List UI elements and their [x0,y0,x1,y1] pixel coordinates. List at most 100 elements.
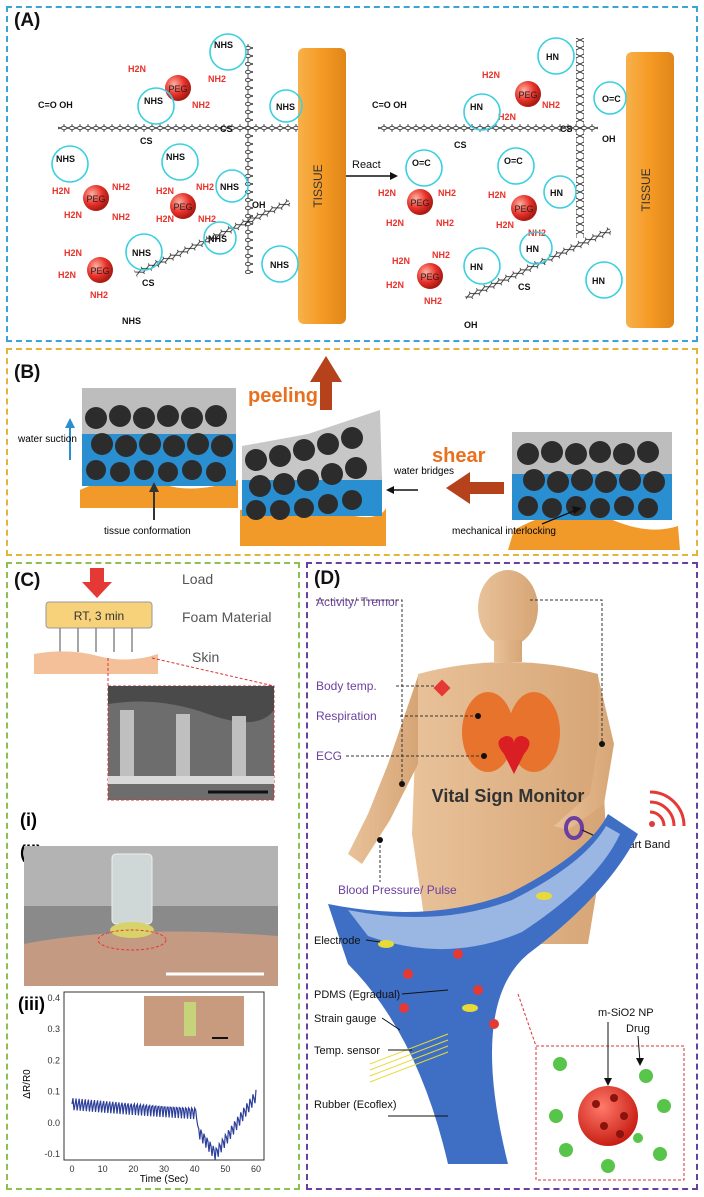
peeling-arrow [320,380,332,410]
sub-iii-label: (iii) [18,994,45,1014]
x-axis-label: Time (Sec) [140,1174,189,1185]
water-bridges-arrowhead [386,486,394,494]
svg-text:NH2: NH2 [424,296,442,306]
peg-sphere: PEG [417,263,443,289]
svg-text:H2N: H2N [498,112,516,122]
foam-label: Foam Material [182,609,271,625]
svg-text:PEG: PEG [168,84,187,94]
tissue-conformation-arrowhead [149,482,159,492]
y-tick-label: 0.1 [47,1087,60,1097]
sub-i-label: (i) [20,810,37,830]
msio2-pointer-head [604,1078,612,1086]
y-tick-label: 0.0 [47,1118,60,1128]
panel-a: (A) TISSUE TISSUE [6,6,698,342]
peeling-label: peeling [248,385,318,407]
svg-text:H2N: H2N [386,280,404,290]
svg-text:PEG: PEG [90,266,109,276]
body-head [478,570,538,646]
svg-text:NHS: NHS [144,96,163,106]
svg-text:NH2: NH2 [438,188,456,198]
tissue-block [298,48,346,324]
water-suction-arrowhead [65,418,75,428]
svg-text:Rubber (Ecoflex): Rubber (Ecoflex) [314,1099,397,1111]
svg-text:CS: CS [560,124,573,134]
svg-text:PEG: PEG [514,204,533,214]
svg-text:HN: HN [526,244,539,254]
svg-text:H2N: H2N [52,186,70,196]
load-arrowhead [82,582,112,598]
svg-text:C=O OH: C=O OH [38,100,73,110]
foam-block [45,601,153,629]
svg-text:Blood Pressure/ Pulse: Blood Pressure/ Pulse [338,883,457,897]
svg-text:NHS: NHS [276,102,295,112]
svg-text:CS: CS [142,278,155,288]
np-zoom-line [517,993,537,1047]
x-tick-label: 20 [128,1164,138,1174]
water-bridges-label: water bridges [393,466,454,477]
photo-circle [97,929,167,951]
tissue-conformation-label: tissue conformation [104,526,191,537]
leader-lines [316,599,603,882]
device-pointers [365,939,449,1117]
svg-text:NH2: NH2 [208,74,226,84]
y-axis-label: ΔR/R0 [22,1069,33,1099]
cs-chain [378,124,598,132]
temp-sensor-icon [433,679,451,697]
heart-icon [498,736,530,774]
x-tick-label: 10 [98,1164,108,1174]
svg-text:H2N: H2N [488,190,506,200]
svg-text:NH2: NH2 [192,100,210,110]
svg-text:NHS: NHS [220,182,239,192]
leader-dots [377,713,605,843]
svg-text:HN: HN [550,188,563,198]
m-sio2-np-icon [578,1086,638,1146]
adhesive-block-1 [80,388,238,508]
svg-text:NHS: NHS [166,152,185,162]
panel-d-label: (D) [314,568,341,589]
y-tick-label: 0.4 [47,993,60,1003]
svg-text:H2N: H2N [128,64,146,74]
panel-c-diagram: Load RT, 3 min Foam Material Skin (i) (i… [18,568,278,1185]
msio2-label: m-SiO2 NP [598,1007,654,1019]
chart-frame [63,991,265,1161]
svg-text:Activity/ Tremor: Activity/ Tremor [316,595,399,609]
body-left-arm [348,676,418,864]
svg-text:NH2: NH2 [436,218,454,228]
svg-text:NH2: NH2 [198,214,216,224]
skin-label: Skin [192,649,219,665]
x-tick-label: 50 [220,1164,230,1174]
load-label: Load [182,571,213,587]
svg-text:Body temp.: Body temp. [316,679,377,693]
peg-sphere: PEG [511,195,537,221]
svg-text:NHS: NHS [132,248,151,258]
peg-sphere: PEG [407,189,433,215]
shear-arrowhead [446,472,470,504]
y-tick-label: -0.1 [44,1149,60,1159]
vital-labels: Activity/ Tremor Body temp. Respiration … [316,595,457,897]
svg-text:NHS: NHS [122,316,141,326]
y-tick-label: 0.3 [47,1024,60,1034]
device-labels: Electrode PDMS (Egradual) Strain gauge T… [314,935,400,1111]
x-tick-label: 30 [159,1164,169,1174]
load-arrow [90,568,104,584]
cs-chain [58,124,298,132]
svg-text:O=C: O=C [602,94,621,104]
svg-text:CS: CS [518,282,531,292]
svg-text:OH: OH [464,320,478,330]
svg-text:H2N: H2N [64,210,82,220]
np-pores [592,1094,628,1138]
cs-chain [576,38,584,238]
svg-text:H2N: H2N [378,188,396,198]
zoom-line [151,657,275,687]
x-tick-label: 60 [251,1164,261,1174]
panel-a-label: (A) [14,10,41,31]
lung-icon [462,692,514,772]
body-neck [494,640,522,662]
peg-sphere: PEG [83,185,109,211]
svg-text:ECG: ECG [316,749,342,763]
strain-gauge-lines [369,1033,449,1083]
adhesive-block-2 [240,410,386,546]
svg-text:CS: CS [220,124,233,134]
